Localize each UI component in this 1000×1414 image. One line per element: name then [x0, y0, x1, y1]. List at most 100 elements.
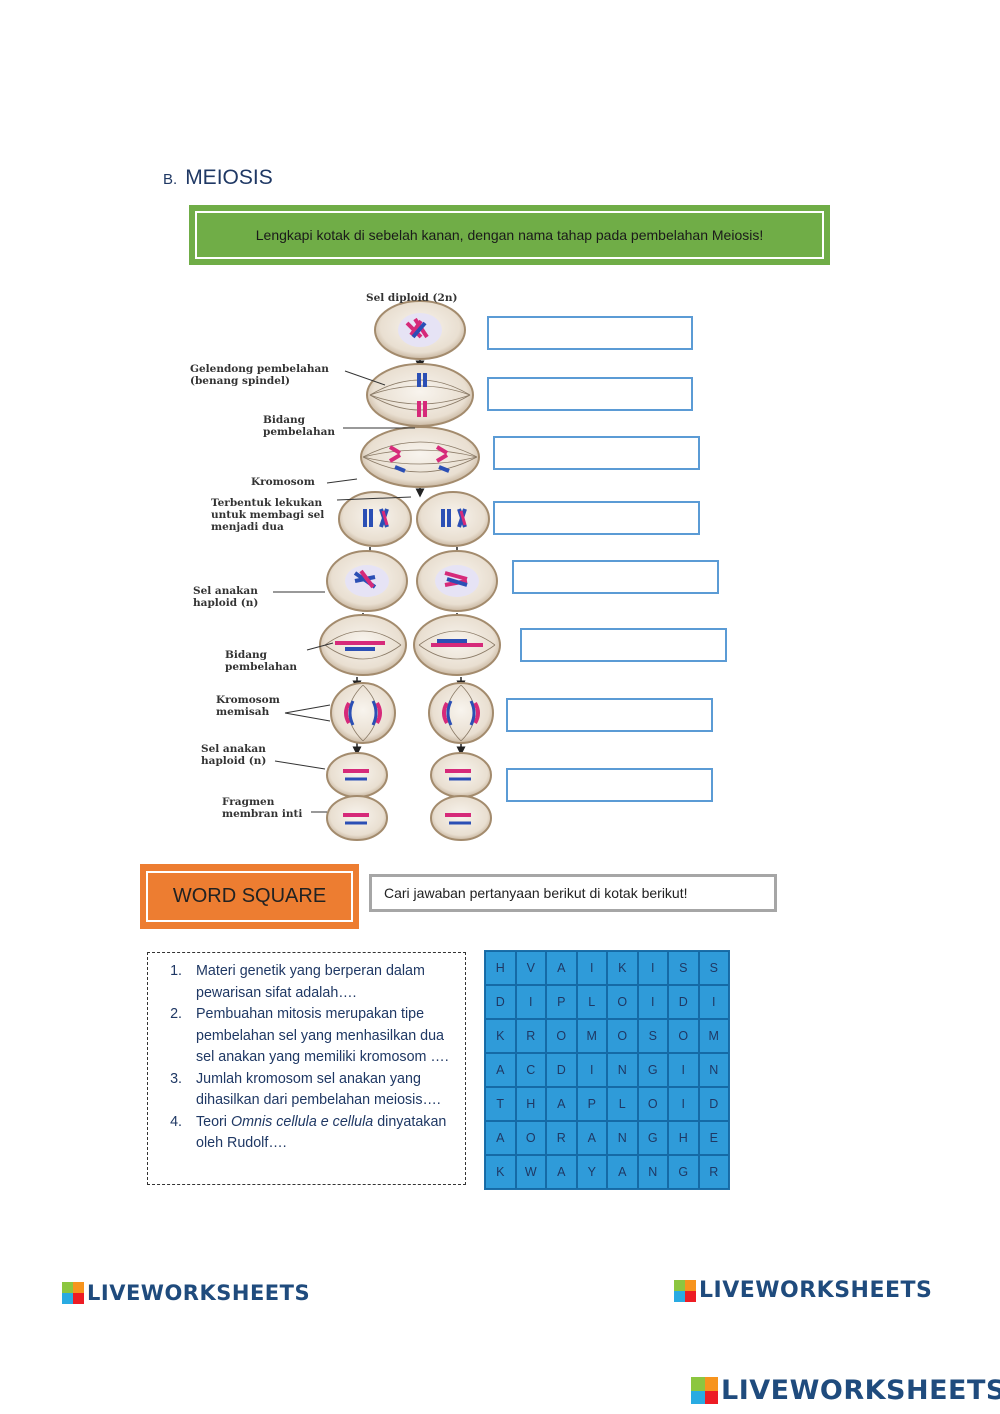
section-letter: B. — [163, 171, 178, 188]
grid-cell[interactable]: W — [515, 1155, 546, 1189]
instruction-text: Lengkapi kotak di sebelah kanan, dengan … — [195, 211, 824, 259]
grid-cell[interactable]: M — [698, 1019, 729, 1053]
grid-cell[interactable]: A — [546, 1155, 577, 1189]
question-2: Pembuahan mitosis merupakan tipe pembela… — [186, 1004, 455, 1069]
grid-cell[interactable]: A — [546, 951, 577, 985]
grid-cell[interactable]: H — [515, 1087, 546, 1121]
grid-cell[interactable]: P — [576, 1087, 607, 1121]
grid-cell[interactable]: O — [546, 1019, 577, 1053]
question-list: Materi genetik yang berperan dalam pewar… — [158, 961, 455, 1155]
grid-cell[interactable]: H — [668, 1121, 699, 1155]
grid-cell[interactable]: S — [698, 951, 729, 985]
answer-box-7[interactable] — [506, 698, 713, 732]
meiosis-illustration — [273, 300, 501, 841]
label-bidang-pembelahan-2: Bidang pembelahan — [225, 649, 298, 673]
grid-cell[interactable]: D — [485, 985, 516, 1019]
section-title: B. MEIOSIS — [163, 166, 273, 190]
label-lekukan: Terbentuk lekukan untuk membagi sel menj… — [211, 497, 325, 533]
section-heading: MEIOSIS — [185, 166, 273, 189]
grid-cell[interactable]: H — [485, 951, 516, 985]
grid-cell[interactable]: D — [546, 1053, 577, 1087]
grid-cell[interactable]: I — [637, 985, 668, 1019]
grid-cell[interactable]: A — [607, 1155, 638, 1189]
word-square-header: WORD SQUARE — [140, 864, 359, 929]
grid-cell[interactable]: A — [576, 1121, 607, 1155]
label-sel-diploid: Sel diploid (2n) — [366, 292, 458, 304]
grid-cell[interactable]: I — [668, 1087, 699, 1121]
answer-box-5[interactable] — [512, 560, 719, 594]
meiosis-diagram: Sel diploid (2n) Gelendong pembelahan (b… — [185, 285, 515, 855]
label-gelendong: Gelendong pembelahan (benang spindel) — [190, 363, 329, 387]
question-3: Jumlah kromosom sel anakan yang dihasilk… — [186, 1069, 455, 1112]
grid-cell[interactable]: I — [698, 985, 729, 1019]
grid-cell[interactable]: A — [485, 1121, 516, 1155]
grid-cell[interactable]: O — [607, 1019, 638, 1053]
grid-cell[interactable]: I — [576, 1053, 607, 1087]
grid-cell[interactable]: I — [668, 1053, 699, 1087]
answer-box-4[interactable] — [493, 501, 700, 535]
instruction-banner: Lengkapi kotak di sebelah kanan, dengan … — [189, 205, 830, 265]
liveworksheets-logo-icon — [691, 1377, 718, 1404]
liveworksheets-logo-icon — [674, 1279, 696, 1302]
answer-box-3[interactable] — [493, 436, 700, 470]
grid-cell[interactable]: K — [607, 951, 638, 985]
question-4-prefix: Teori — [196, 1113, 231, 1130]
grid-cell[interactable]: M — [576, 1019, 607, 1053]
liveworksheets-logo-2: LIVEWORKSHEETS — [674, 1278, 932, 1303]
question-list-box: Materi genetik yang berperan dalam pewar… — [147, 952, 466, 1185]
grid-cell[interactable]: T — [485, 1087, 516, 1121]
grid-cell[interactable]: N — [607, 1121, 638, 1155]
grid-cell[interactable]: R — [515, 1019, 546, 1053]
grid-cell[interactable]: K — [485, 1155, 516, 1189]
grid-cell[interactable]: K — [485, 1019, 516, 1053]
grid-cell[interactable]: N — [607, 1053, 638, 1087]
grid-cell[interactable]: A — [485, 1053, 516, 1087]
grid-cell[interactable]: I — [576, 951, 607, 985]
grid-cell[interactable]: G — [668, 1155, 699, 1189]
label-bidang-pembelahan-1: Bidang pembelahan — [263, 414, 336, 438]
grid-cell[interactable]: O — [637, 1087, 668, 1121]
answer-box-2[interactable] — [487, 377, 693, 411]
grid-cell[interactable]: O — [607, 985, 638, 1019]
grid-cell[interactable]: R — [698, 1155, 729, 1189]
answer-box-6[interactable] — [520, 628, 727, 662]
grid-cell[interactable]: G — [637, 1121, 668, 1155]
grid-cell[interactable]: V — [515, 951, 546, 985]
grid-cell[interactable]: G — [637, 1053, 668, 1087]
grid-cell[interactable]: I — [515, 985, 546, 1019]
question-4: Teori Omnis cellula e cellula dinyatakan… — [186, 1112, 455, 1155]
grid-cell[interactable]: O — [515, 1121, 546, 1155]
grid-cell[interactable]: C — [515, 1053, 546, 1087]
word-square-instruction: Cari jawaban pertanyaan berikut di kotak… — [369, 874, 777, 912]
grid-cell[interactable]: L — [576, 985, 607, 1019]
grid-cell[interactable]: P — [546, 985, 577, 1019]
liveworksheets-logo-text: LIVEWORKSHEETS — [87, 1281, 311, 1305]
question-4-italic: Omnis cellula e cellula — [230, 1113, 374, 1130]
grid-cell[interactable]: A — [546, 1087, 577, 1121]
label-sel-anakan-1: Sel anakan haploid (n) — [193, 585, 259, 609]
liveworksheets-logo-text: LIVEWORKSHEETS — [699, 1278, 933, 1303]
grid-cell[interactable]: L — [607, 1087, 638, 1121]
label-kromosom: Kromosom — [251, 476, 315, 488]
grid-cell[interactable]: D — [698, 1087, 729, 1121]
liveworksheets-logo-text: LIVEWORKSHEETS — [721, 1375, 1000, 1406]
liveworksheets-logo-1: LIVEWORKSHEETS — [62, 1281, 310, 1305]
word-square-title: WORD SQUARE — [146, 871, 353, 922]
grid-cell[interactable]: E — [698, 1121, 729, 1155]
answer-box-1[interactable] — [487, 316, 693, 350]
question-1: Materi genetik yang berperan dalam pewar… — [186, 961, 455, 1004]
grid-cell[interactable]: D — [668, 985, 699, 1019]
grid-cell[interactable]: N — [637, 1155, 668, 1189]
grid-cell[interactable]: O — [668, 1019, 699, 1053]
liveworksheets-logo-icon — [62, 1282, 84, 1304]
question-4-suffix: dinyatakan oleh Rudolf…. — [196, 1113, 447, 1152]
answer-box-8[interactable] — [506, 768, 713, 802]
grid-cell[interactable]: Y — [576, 1155, 607, 1189]
grid-cell[interactable]: S — [668, 951, 699, 985]
grid-cell[interactable]: S — [637, 1019, 668, 1053]
liveworksheets-logo-3: LIVEWORKSHEETS — [691, 1375, 1000, 1406]
label-sel-anakan-2: Sel anakan haploid (n) — [201, 743, 267, 767]
grid-cell[interactable]: R — [546, 1121, 577, 1155]
grid-cell[interactable]: I — [637, 951, 668, 985]
grid-cell[interactable]: N — [698, 1053, 729, 1087]
